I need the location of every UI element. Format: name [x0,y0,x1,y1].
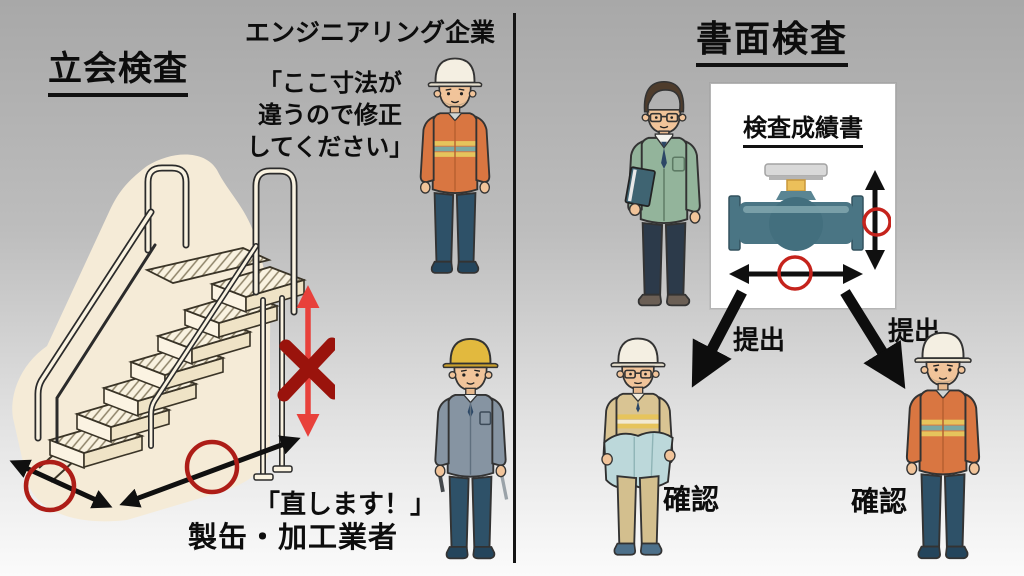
fabricator-reply: 「直します！」 [254,489,437,519]
hard-hat-icon [427,57,483,88]
submit-label: 提出 [733,325,786,355]
confirm-label: 確認 [851,486,908,517]
stair-landing [144,247,272,284]
section-divider-line [513,13,516,563]
engineer-company-label: エンジニアリング企業 [244,19,495,47]
x-mark-icon [277,337,335,402]
valve-stem [786,179,806,192]
fabricator-label: 製缶・加工業者 [188,522,399,554]
valve-flange-right [851,195,864,251]
green-jacket [627,133,701,225]
reviewer-figure [601,337,676,556]
inspection-report-panel: 検査成績書 [710,83,896,309]
engineer-figure [419,57,491,274]
glasses-icon [646,112,682,123]
left-section-title: 立会検査 [48,48,188,97]
report-title: 検査成績書 [711,114,895,148]
speech-line: 「ここ寸法が [258,70,402,97]
hard-hat-icon [914,331,972,363]
hard-hat-icon [610,337,666,368]
speech-line: 違うので修正 [258,102,402,129]
fabricator-figure [434,337,509,560]
defect-circle-icon [184,439,240,495]
reviewer-figure-orange [905,331,981,560]
check-circle-icon [777,255,813,291]
glasses-icon [624,369,652,379]
engineer-speech: 「ここ寸法が 違うので修正 してください」 [230,68,430,164]
blueprint-icon [603,431,674,489]
hard-hat-icon [442,337,499,369]
binder-icon [624,166,656,207]
confirm-label: 確認 [663,484,720,515]
manager-figure [624,80,701,307]
depth-dimension-arrow [119,435,301,508]
speech-line: してください」 [246,134,414,161]
stairs-illustration [9,154,335,522]
gray-work-jacket [434,394,507,478]
hair [643,80,685,113]
orange-jacket [905,389,981,476]
orange-jacket [419,112,491,194]
valve-flange-left [728,195,741,251]
valve-diagram [728,163,891,291]
check-circle-icon [862,207,891,237]
right-section-title: 書面検査 [694,16,850,67]
valve-handle [764,163,828,177]
defect-circle-icon [23,459,77,513]
